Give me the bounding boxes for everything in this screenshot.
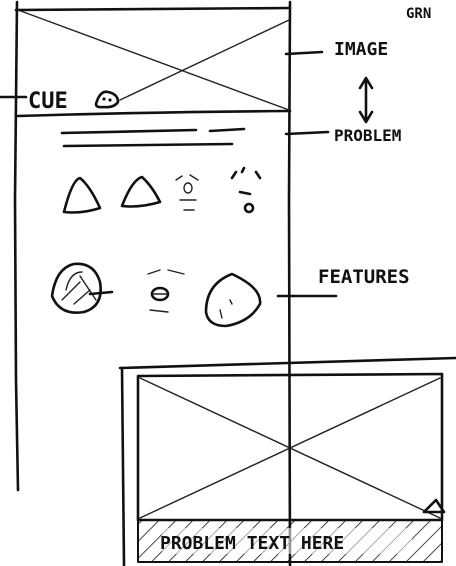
triangle-choice-2[interactable] xyxy=(122,177,160,207)
double-arrow-icon xyxy=(360,78,372,122)
cue-annotation: CUE xyxy=(0,89,118,114)
image-label: IMAGE xyxy=(334,39,388,60)
features-label: FEATURES xyxy=(318,266,410,288)
problem-annotation: PROBLEM xyxy=(286,126,401,145)
image-annotation: IMAGE xyxy=(286,39,388,122)
feature-icons xyxy=(52,264,260,326)
triangle-choice-1[interactable] xyxy=(64,178,100,213)
face-choice-1[interactable] xyxy=(176,175,198,210)
feature-icon-2[interactable] xyxy=(148,270,184,312)
banner-text: PROBLEM TEXT HERE xyxy=(160,533,344,554)
face-choice-2[interactable] xyxy=(232,168,260,212)
cue-icon xyxy=(96,92,118,107)
cue-icon-dot xyxy=(102,97,105,100)
problem-text-lines xyxy=(62,129,244,146)
problem-text-banner: PROBLEM TEXT HERE xyxy=(138,520,442,562)
cue-icon-dot xyxy=(108,98,111,101)
problem-label: PROBLEM xyxy=(334,126,401,145)
feature-icon-3[interactable] xyxy=(206,274,260,326)
cue-label: CUE xyxy=(28,89,68,114)
corner-label: GRN xyxy=(406,6,431,22)
feature-icon-1[interactable] xyxy=(52,264,112,313)
features-annotation: FEATURES xyxy=(278,266,410,296)
answer-choices xyxy=(64,168,260,213)
